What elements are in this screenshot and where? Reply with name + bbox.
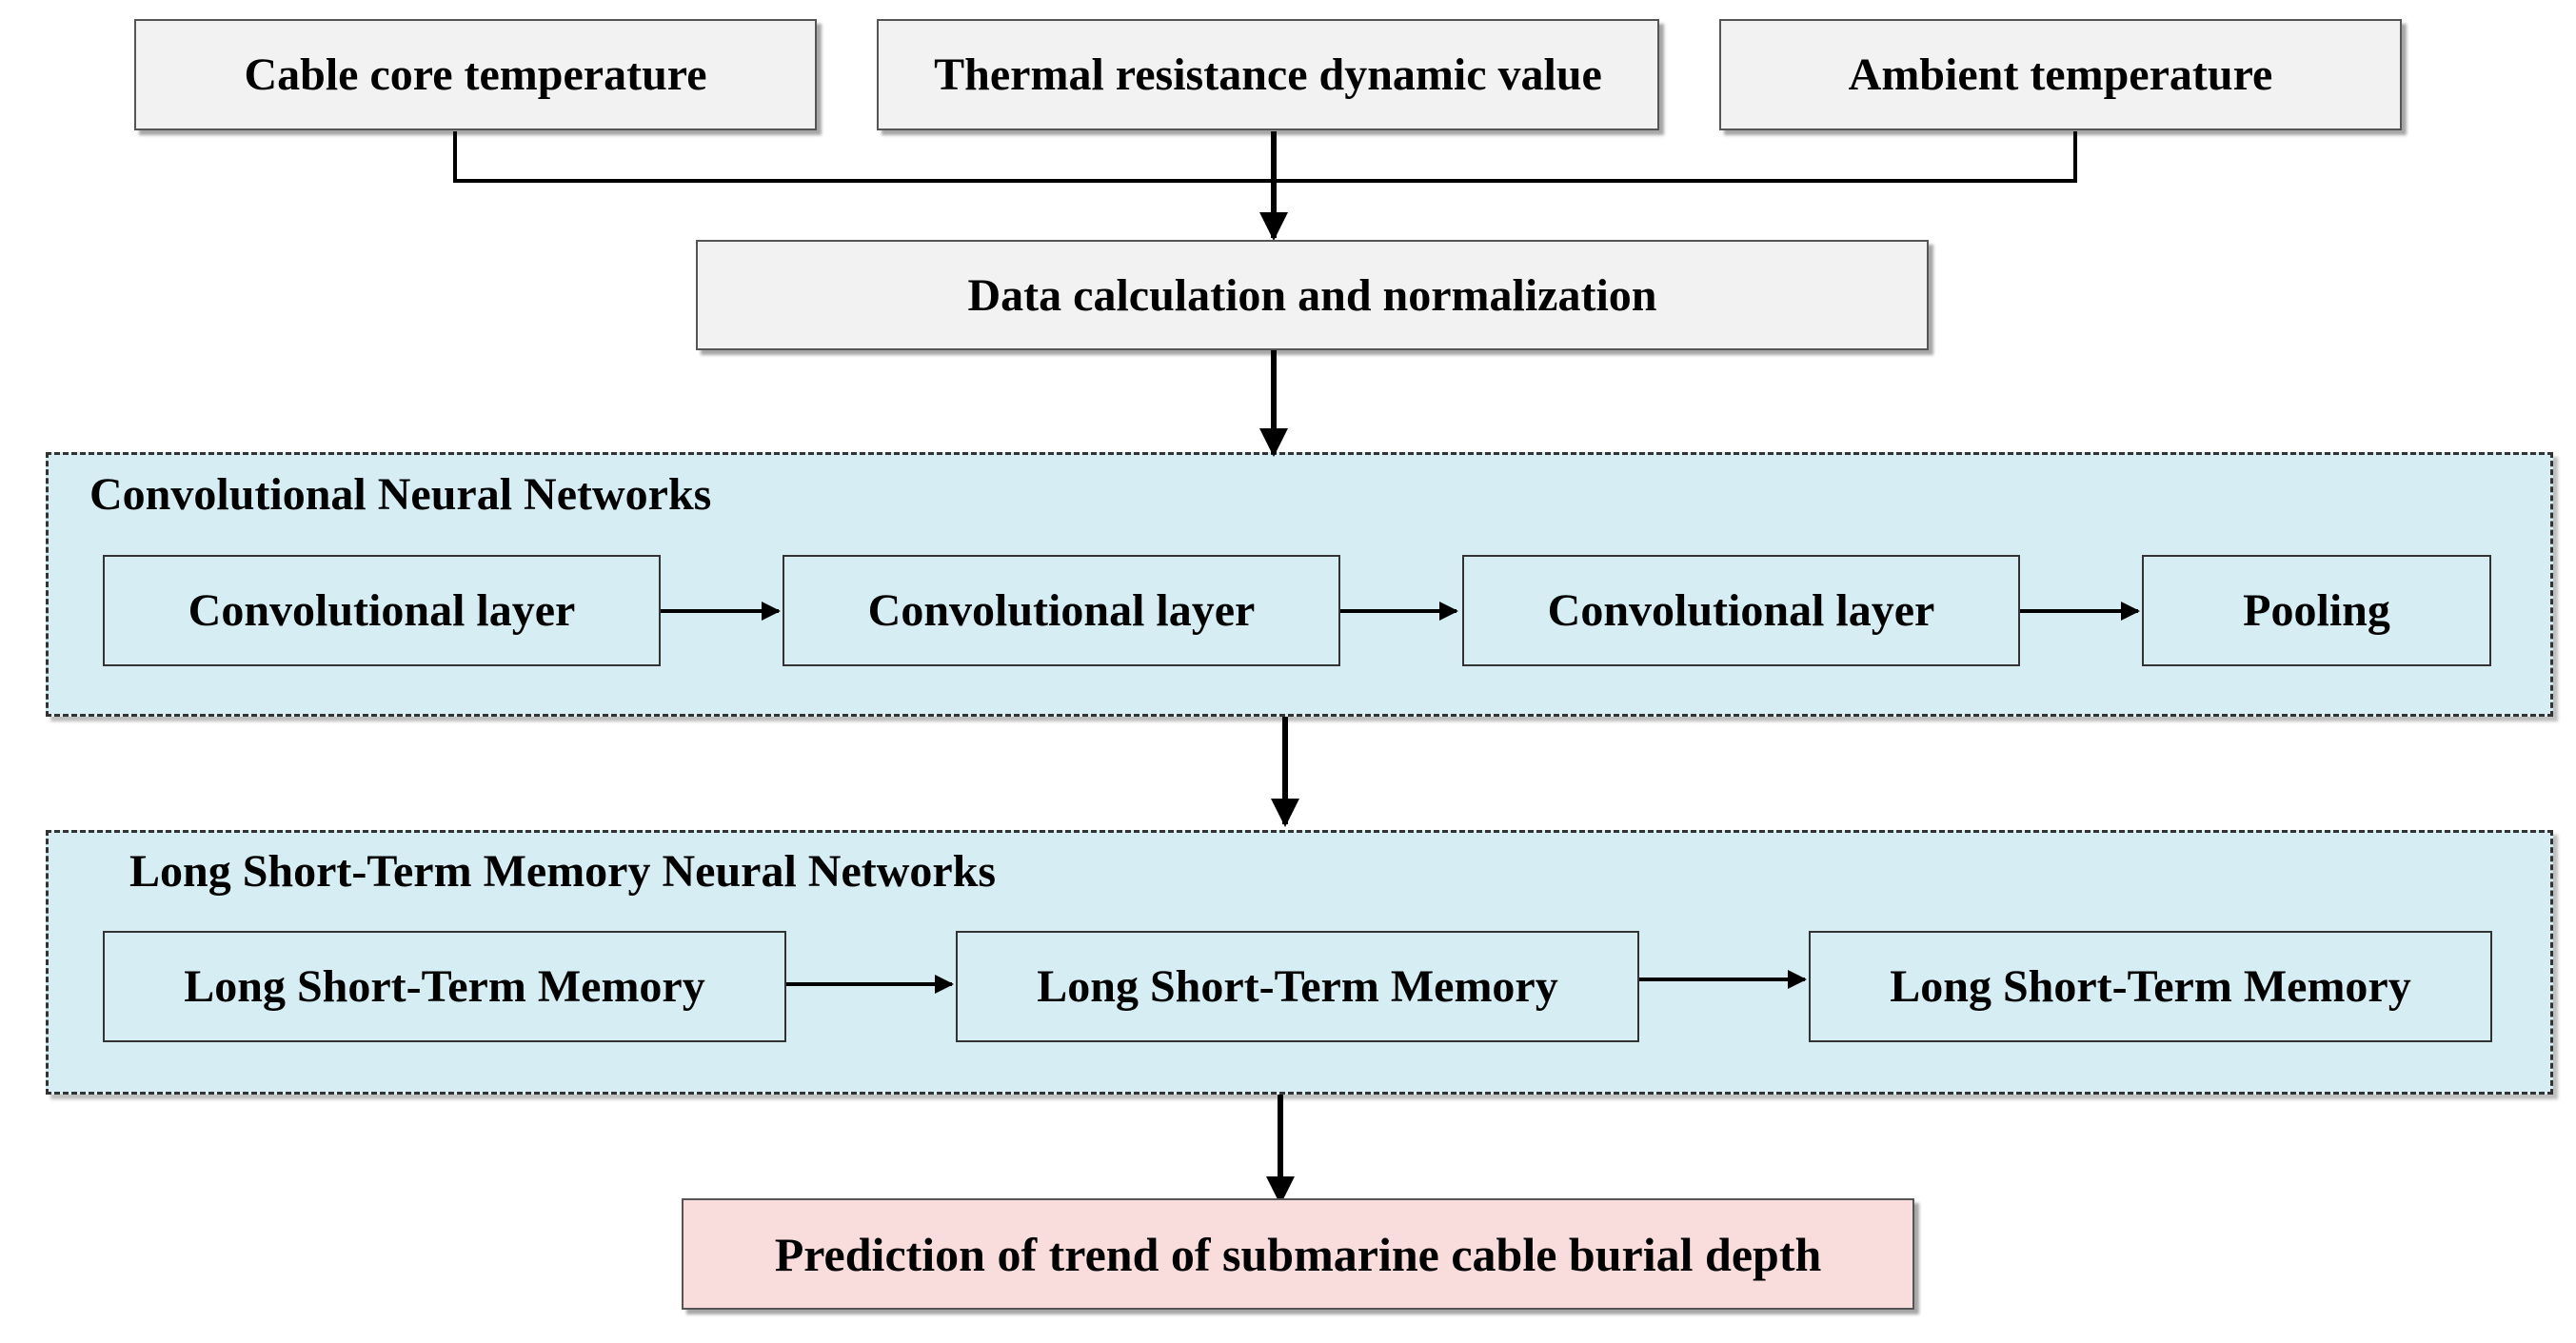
prediction-output-box: Prediction of trend of submarine cable b… (682, 1198, 1914, 1310)
lstm-group (46, 830, 2553, 1095)
cnn-convolutional-layer-2: Convolutional layer (783, 555, 1340, 666)
cnn-convolutional-layer-1: Convolutional layer (103, 555, 661, 666)
lstm-group-title: Long Short-Term Memory Neural Networks (129, 846, 997, 897)
lstm-cell-2: Long Short-Term Memory (956, 931, 1639, 1042)
merge-line (453, 131, 2077, 183)
input-thermal-resistance-dynamic-value: Thermal resistance dynamic value (877, 19, 1659, 130)
data-calculation-normalization-box: Data calculation and normalization (696, 240, 1929, 350)
cnn-pooling-layer: Pooling (2142, 555, 2491, 666)
cnn-convolutional-layer-3: Convolutional layer (1462, 555, 2020, 666)
input-cable-core-temperature: Cable core temperature (134, 19, 817, 130)
lstm-cell-1: Long Short-Term Memory (103, 931, 786, 1042)
cnn-group (46, 452, 2553, 717)
lstm-cell-3: Long Short-Term Memory (1809, 931, 2492, 1042)
cnn-group-title: Convolutional Neural Networks (89, 469, 712, 520)
input-ambient-temperature: Ambient temperature (1719, 19, 2402, 130)
